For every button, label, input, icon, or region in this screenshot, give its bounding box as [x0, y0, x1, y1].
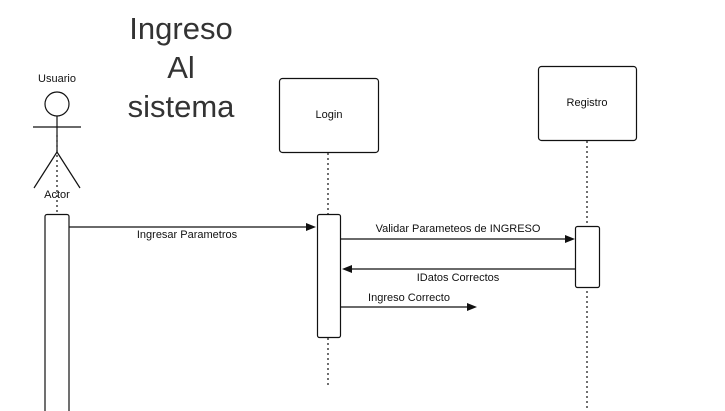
- message-validar-parametros-label: Validar Parameteos de INGRESO: [376, 223, 541, 235]
- registro-box[interactable]: [537, 65, 638, 142]
- message-ingresar-parametros-label: Ingresar Parametros: [137, 229, 238, 241]
- title-line-1: Ingreso: [129, 11, 232, 46]
- message-validar-parametros[interactable]: Validar Parameteos de INGRESO: [341, 223, 575, 243]
- arrowhead-right-icon: [467, 303, 477, 311]
- message-ingreso-correcto-label: Ingreso Correcto: [368, 292, 450, 304]
- usuario-activation-bar[interactable]: [44, 213, 70, 411]
- registro-activation-bar[interactable]: [574, 225, 601, 289]
- arrowhead-right-icon: [306, 223, 316, 231]
- message-ingresar-parametros[interactable]: Ingresar Parametros: [69, 223, 316, 241]
- actor-name-label: Usuario: [38, 73, 76, 85]
- registro-label: Registro: [567, 97, 608, 109]
- login-label: Login: [316, 109, 343, 121]
- arrowhead-left-icon: [342, 265, 352, 273]
- title-line-3: sistema: [128, 89, 236, 124]
- stick-figure-icon: [33, 91, 81, 189]
- message-datos-correctos-label: IDatos Correctos: [417, 272, 500, 284]
- arrowhead-right-icon: [565, 235, 575, 243]
- title-line-2: Al: [167, 50, 195, 85]
- message-datos-correctos[interactable]: IDatos Correctos: [342, 265, 575, 284]
- actor-usuario[interactable]: Usuario Actor: [33, 73, 81, 201]
- login-box[interactable]: [278, 77, 380, 154]
- diagram-title: Ingreso Al sistema: [128, 11, 236, 124]
- participant-login[interactable]: Login: [278, 77, 380, 154]
- participant-registro[interactable]: Registro: [537, 65, 638, 142]
- login-activation-bar[interactable]: [316, 213, 342, 339]
- message-ingreso-correcto[interactable]: Ingreso Correcto: [341, 292, 477, 311]
